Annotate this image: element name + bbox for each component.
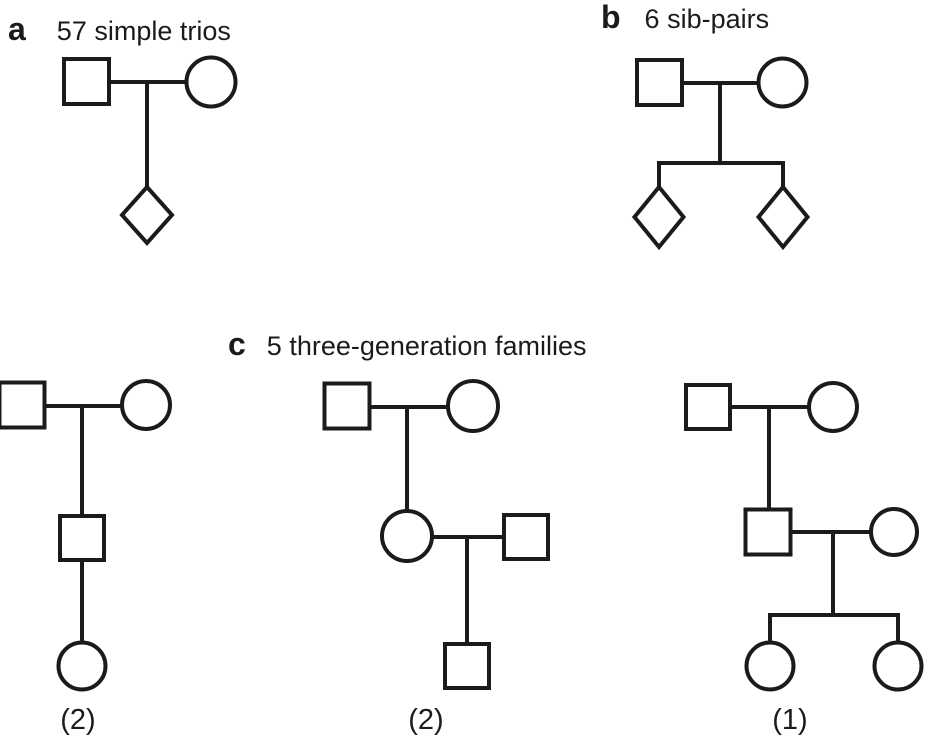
gen2-female-circle xyxy=(869,507,919,557)
panel-a-header: a 57 simple trios xyxy=(8,13,231,45)
pedigree-c3-count: (1) xyxy=(772,704,808,736)
pedigree-a-trio xyxy=(62,55,238,247)
gen1-female-circle xyxy=(446,379,500,433)
panel-a-title: 57 simple trios xyxy=(56,16,231,46)
gen1-male-square xyxy=(0,380,47,430)
gen2-male-square xyxy=(58,514,106,562)
gen2-child-diamond xyxy=(119,183,175,247)
pedigree-b-sibpair xyxy=(631,56,811,251)
gen2-child-1-diamond xyxy=(631,183,687,251)
pedigree-c1-count: (2) xyxy=(60,704,96,736)
gen1-male-square xyxy=(62,57,111,106)
gen3-female-1-circle xyxy=(744,640,796,692)
gen1-male-square xyxy=(322,381,372,431)
panel-b-header: b 6 sib-pairs xyxy=(601,1,769,33)
gen2-female-circle xyxy=(380,509,434,563)
gen1-female-circle xyxy=(756,56,809,109)
panel-a-label: a xyxy=(8,11,26,47)
pedigree-c3 xyxy=(684,381,924,692)
gen2-male-square xyxy=(743,507,793,557)
gen3-female-circle xyxy=(56,640,108,692)
panel-b-label: b xyxy=(601,0,621,35)
gen3-male-square xyxy=(443,642,491,690)
panel-c-label: c xyxy=(228,326,246,362)
gen1-female-circle xyxy=(807,381,859,433)
gen1-female-circle xyxy=(120,379,172,431)
panel-b-title: 6 sib-pairs xyxy=(644,4,770,34)
gen1-female-circle xyxy=(184,55,238,109)
gen2-child-2-diamond xyxy=(755,183,811,251)
pedigree-c2 xyxy=(322,379,550,690)
gen1-male-square xyxy=(684,383,732,431)
gen3-female-2-circle xyxy=(872,640,924,692)
pedigree-c1 xyxy=(0,379,172,692)
pedigree-c2-count: (2) xyxy=(408,704,444,736)
gen1-male-square xyxy=(635,58,684,107)
relationship-line xyxy=(657,161,785,188)
panel-c-header: c 5 three-generation families xyxy=(228,328,586,360)
relationship-line xyxy=(768,613,900,643)
gen2-male-square xyxy=(502,513,550,561)
panel-c-title: 5 three-generation families xyxy=(266,331,587,361)
